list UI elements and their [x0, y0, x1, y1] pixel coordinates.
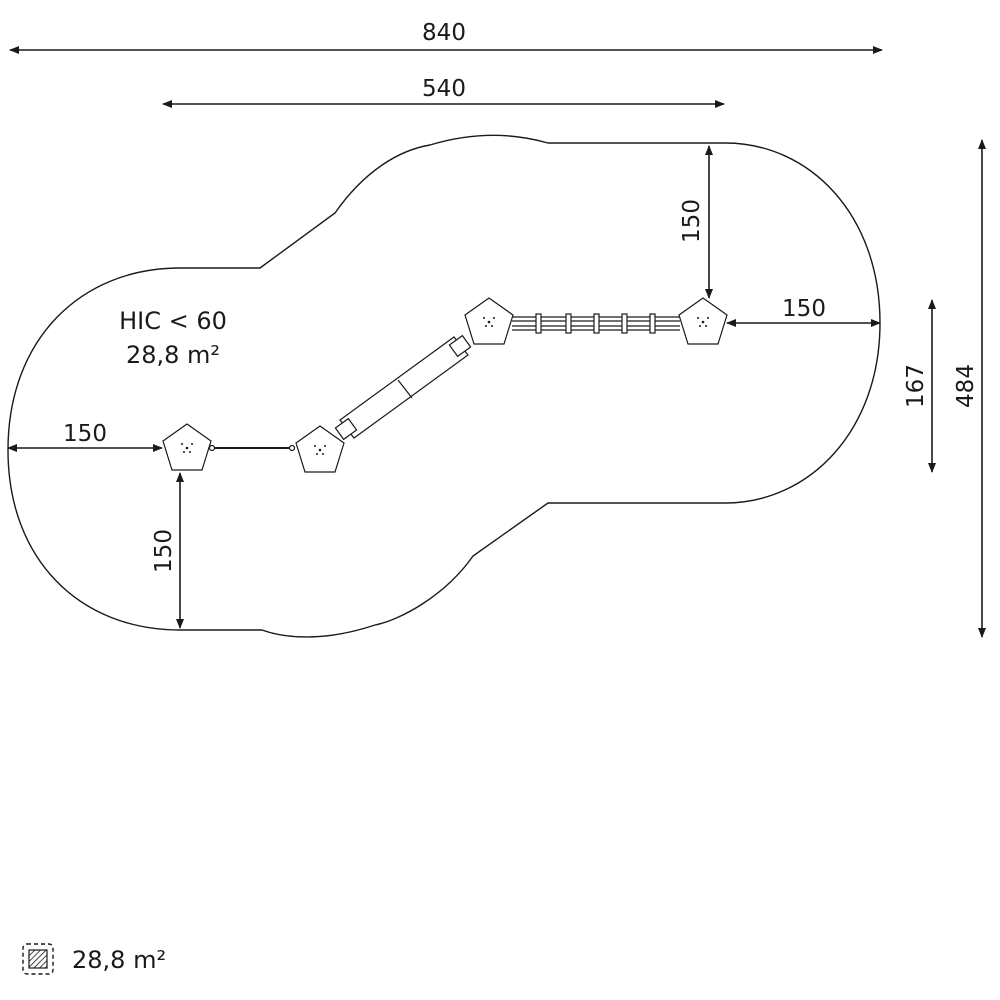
dim-label-bottom-clearance: 150 — [151, 529, 177, 573]
dim-label-inner-height: 167 — [903, 364, 929, 408]
legend: 28,8 m² — [22, 943, 166, 975]
post-1 — [162, 423, 212, 471]
equipment — [162, 297, 728, 473]
legend-area-label: 28,8 m² — [72, 946, 166, 974]
hic-label: HIC < 60 — [119, 307, 227, 335]
hatched-square-icon — [22, 943, 54, 975]
post-3 — [464, 297, 514, 345]
dim-label-total-width: 840 — [422, 20, 466, 46]
area-label: 28,8 m² — [126, 341, 220, 369]
dim-label-right-clearance: 150 — [782, 296, 826, 322]
post-4 — [678, 297, 728, 345]
dim-label-left-clearance: 150 — [63, 421, 107, 447]
dim-label-inner-width: 540 — [422, 76, 466, 102]
dim-label-total-height: 484 — [953, 364, 979, 408]
safety-area-outline — [7, 134, 881, 638]
dim-label-top-clearance: 150 — [679, 199, 705, 243]
ladder-bridge — [512, 313, 680, 334]
post-2 — [295, 425, 345, 473]
diagonal-beam — [334, 334, 472, 441]
